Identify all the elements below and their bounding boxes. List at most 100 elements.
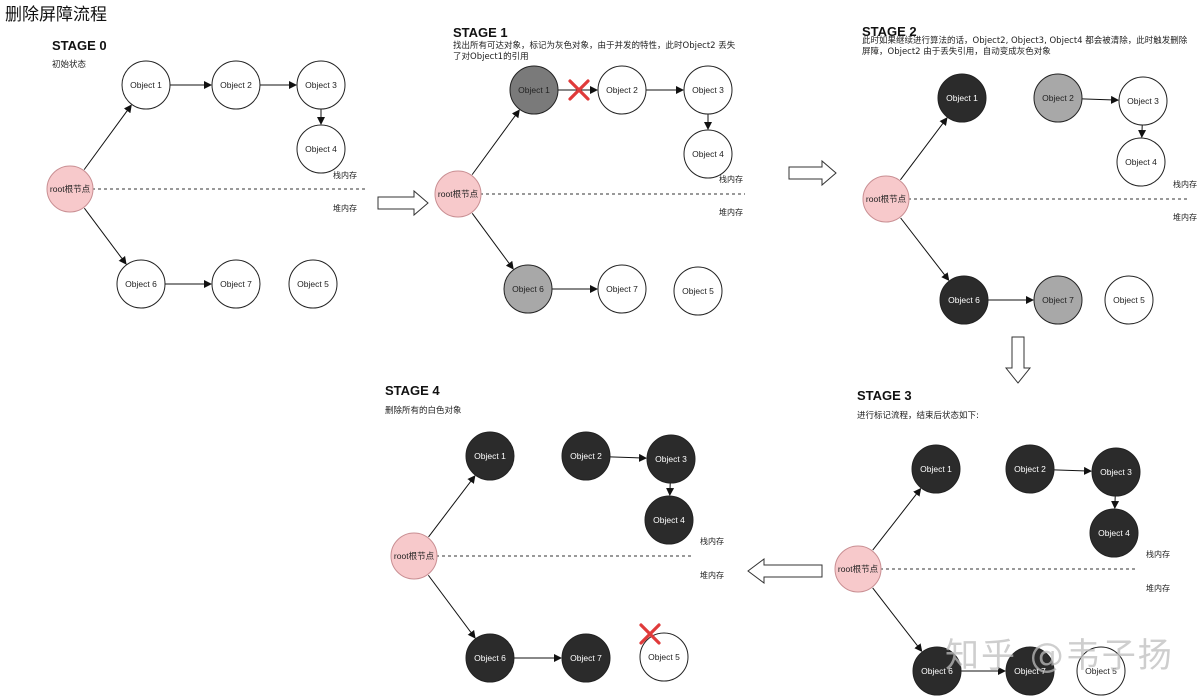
stage2-edge-root-o6 [900, 217, 950, 282]
stage1-node-o7: Object 7 [597, 264, 647, 314]
stage4-node-label-o4: Object 4 [653, 515, 685, 525]
stage0-node-label-o7: Object 7 [220, 279, 252, 289]
stage3-edge-root-o6 [872, 587, 923, 653]
transition-arrow-0-1 [377, 189, 429, 217]
stage1-node-o2: Object 2 [597, 65, 647, 115]
stage1-heap-label: 堆内存 [719, 207, 743, 217]
stage0-root-label: root根节点 [50, 184, 91, 194]
stage0-desc: 初始状态 [52, 60, 87, 70]
stage1-node-label-o6: Object 6 [512, 284, 544, 294]
stage2-node-o4: Object 4 [1116, 137, 1166, 187]
stage2-heap-label: 堆内存 [1173, 212, 1197, 222]
stage0-node-o5: Object 5 [288, 259, 338, 309]
stage0-node-o1: Object 1 [121, 60, 171, 110]
stage4-node-label-o3: Object 3 [655, 454, 687, 464]
stage2-desc: 此时如果继续进行算法的话，Object2, Object3, Object4 都… [862, 36, 1188, 57]
stage0-edge-root-o1 [83, 104, 132, 170]
stage2-edge-root-o1 [900, 117, 948, 181]
stage1-desc: 找出所有可达对象，标记为灰色对象，由于并发的特性，此时Object2 丢失了对O… [453, 41, 736, 62]
stage4-title: STAGE 4 [385, 383, 440, 398]
stage3-node-label-o1: Object 1 [920, 464, 952, 474]
stage1-node-label-o3: Object 3 [692, 85, 724, 95]
page-title: 删除屏障流程 [5, 5, 107, 25]
stage4-edge-root-o1 [428, 475, 476, 538]
stage0-root-node: root根节点 [46, 165, 94, 213]
stage1-node-o3: Object 3 [683, 65, 733, 115]
stage2-title: STAGE 2 [862, 24, 917, 39]
stage2-root-node: root根节点 [862, 175, 910, 223]
stage2-node-o7: Object 7 [1033, 275, 1083, 325]
stage2-node-label-o3: Object 3 [1127, 96, 1159, 106]
stage1-node-o6: Object 6 [503, 264, 553, 314]
stage2-node-o6: Object 6 [939, 275, 989, 325]
stage3-stack-label: 栈内存 [1146, 549, 1170, 559]
stage1-node-o1: Object 1 [509, 65, 559, 115]
stage1-node-label-o5: Object 5 [682, 286, 714, 296]
stage0-node-o2: Object 2 [211, 60, 261, 110]
stage0-node-label-o6: Object 6 [125, 279, 157, 289]
stage4-node-o1: Object 1 [465, 431, 515, 481]
stage2-node-o5: Object 5 [1104, 275, 1154, 325]
stage3-edge-root-o1 [872, 487, 922, 551]
stage4-node-o7: Object 7 [561, 633, 611, 683]
transition-arrow-3-4 [747, 558, 823, 584]
stage0-title: STAGE 0 [52, 38, 107, 53]
stage3-node-o3: Object 3 [1091, 447, 1141, 497]
stage2-node-label-o2: Object 2 [1042, 93, 1074, 103]
stage0-edge-root-o6 [83, 207, 127, 265]
stage0-heap-label: 堆内存 [333, 203, 357, 213]
stage2-node-label-o4: Object 4 [1125, 157, 1157, 167]
stage4-node-o3: Object 3 [646, 434, 696, 484]
stage2-node-o1: Object 1 [937, 73, 987, 123]
stage3-node-label-o6: Object 6 [921, 666, 953, 676]
stage1-node-o5: Object 5 [673, 266, 723, 316]
stage0-node-o6: Object 6 [116, 259, 166, 309]
stage4-edge-root-o6 [427, 574, 476, 639]
stage2-node-label-o1: Object 1 [946, 93, 978, 103]
stage1-title: STAGE 1 [453, 25, 508, 40]
stage3-heap-label: 堆内存 [1146, 583, 1170, 593]
stage1-cross-icon [568, 79, 590, 101]
stage1-node-label-o2: Object 2 [606, 85, 638, 95]
stage3-node-o1: Object 1 [911, 444, 961, 494]
stage4-node-o4: Object 4 [644, 495, 694, 545]
stage2-node-label-o6: Object 6 [948, 295, 980, 305]
stage1-stack-label: 栈内存 [719, 174, 743, 184]
stage1-root-node: root根节点 [434, 170, 482, 218]
stage2-node-o3: Object 3 [1118, 76, 1168, 126]
stage1-node-label-o1: Object 1 [518, 85, 550, 95]
watermark: 知乎 @韦子扬 [945, 636, 1174, 676]
stage3-node-label-o4: Object 4 [1098, 528, 1130, 538]
stage4-stack-label: 栈内存 [700, 536, 724, 546]
transition-arrow-1-2 [788, 159, 837, 187]
stage4-cross-icon [639, 623, 661, 645]
stage2-node-label-o7: Object 7 [1042, 295, 1074, 305]
stage3-node-o4: Object 4 [1089, 508, 1139, 558]
stage3-root-label: root根节点 [838, 564, 879, 574]
stage4-root-label: root根节点 [394, 551, 435, 561]
stage3-root-node: root根节点 [834, 545, 882, 593]
stage0-node-label-o3: Object 3 [305, 80, 337, 90]
stage4-node-o2: Object 2 [561, 431, 611, 481]
stage3-edge-o2-o3 [1053, 466, 1093, 475]
stage3-node-label-o7: Object 7 [1014, 666, 1046, 676]
stage0-node-o4: Object 4 [296, 124, 346, 174]
stage3-node-o2: Object 2 [1005, 444, 1055, 494]
stage4-node-label-o6: Object 6 [474, 653, 506, 663]
stage4-heap-label: 堆内存 [700, 570, 724, 580]
stage1-node-o4: Object 4 [683, 129, 733, 179]
stage2-node-o2: Object 2 [1033, 73, 1083, 123]
stage0-node-label-o5: Object 5 [297, 279, 329, 289]
stage4-node-label-o5: Object 5 [648, 652, 680, 662]
stage4-node-label-o2: Object 2 [570, 451, 602, 461]
stage1-node-label-o7: Object 7 [606, 284, 638, 294]
stage0-node-label-o4: Object 4 [305, 144, 337, 154]
stage0-node-label-o1: Object 1 [130, 80, 162, 90]
stage2-stack-label: 栈内存 [1173, 179, 1197, 189]
stage4-node-label-o7: Object 7 [570, 653, 602, 663]
